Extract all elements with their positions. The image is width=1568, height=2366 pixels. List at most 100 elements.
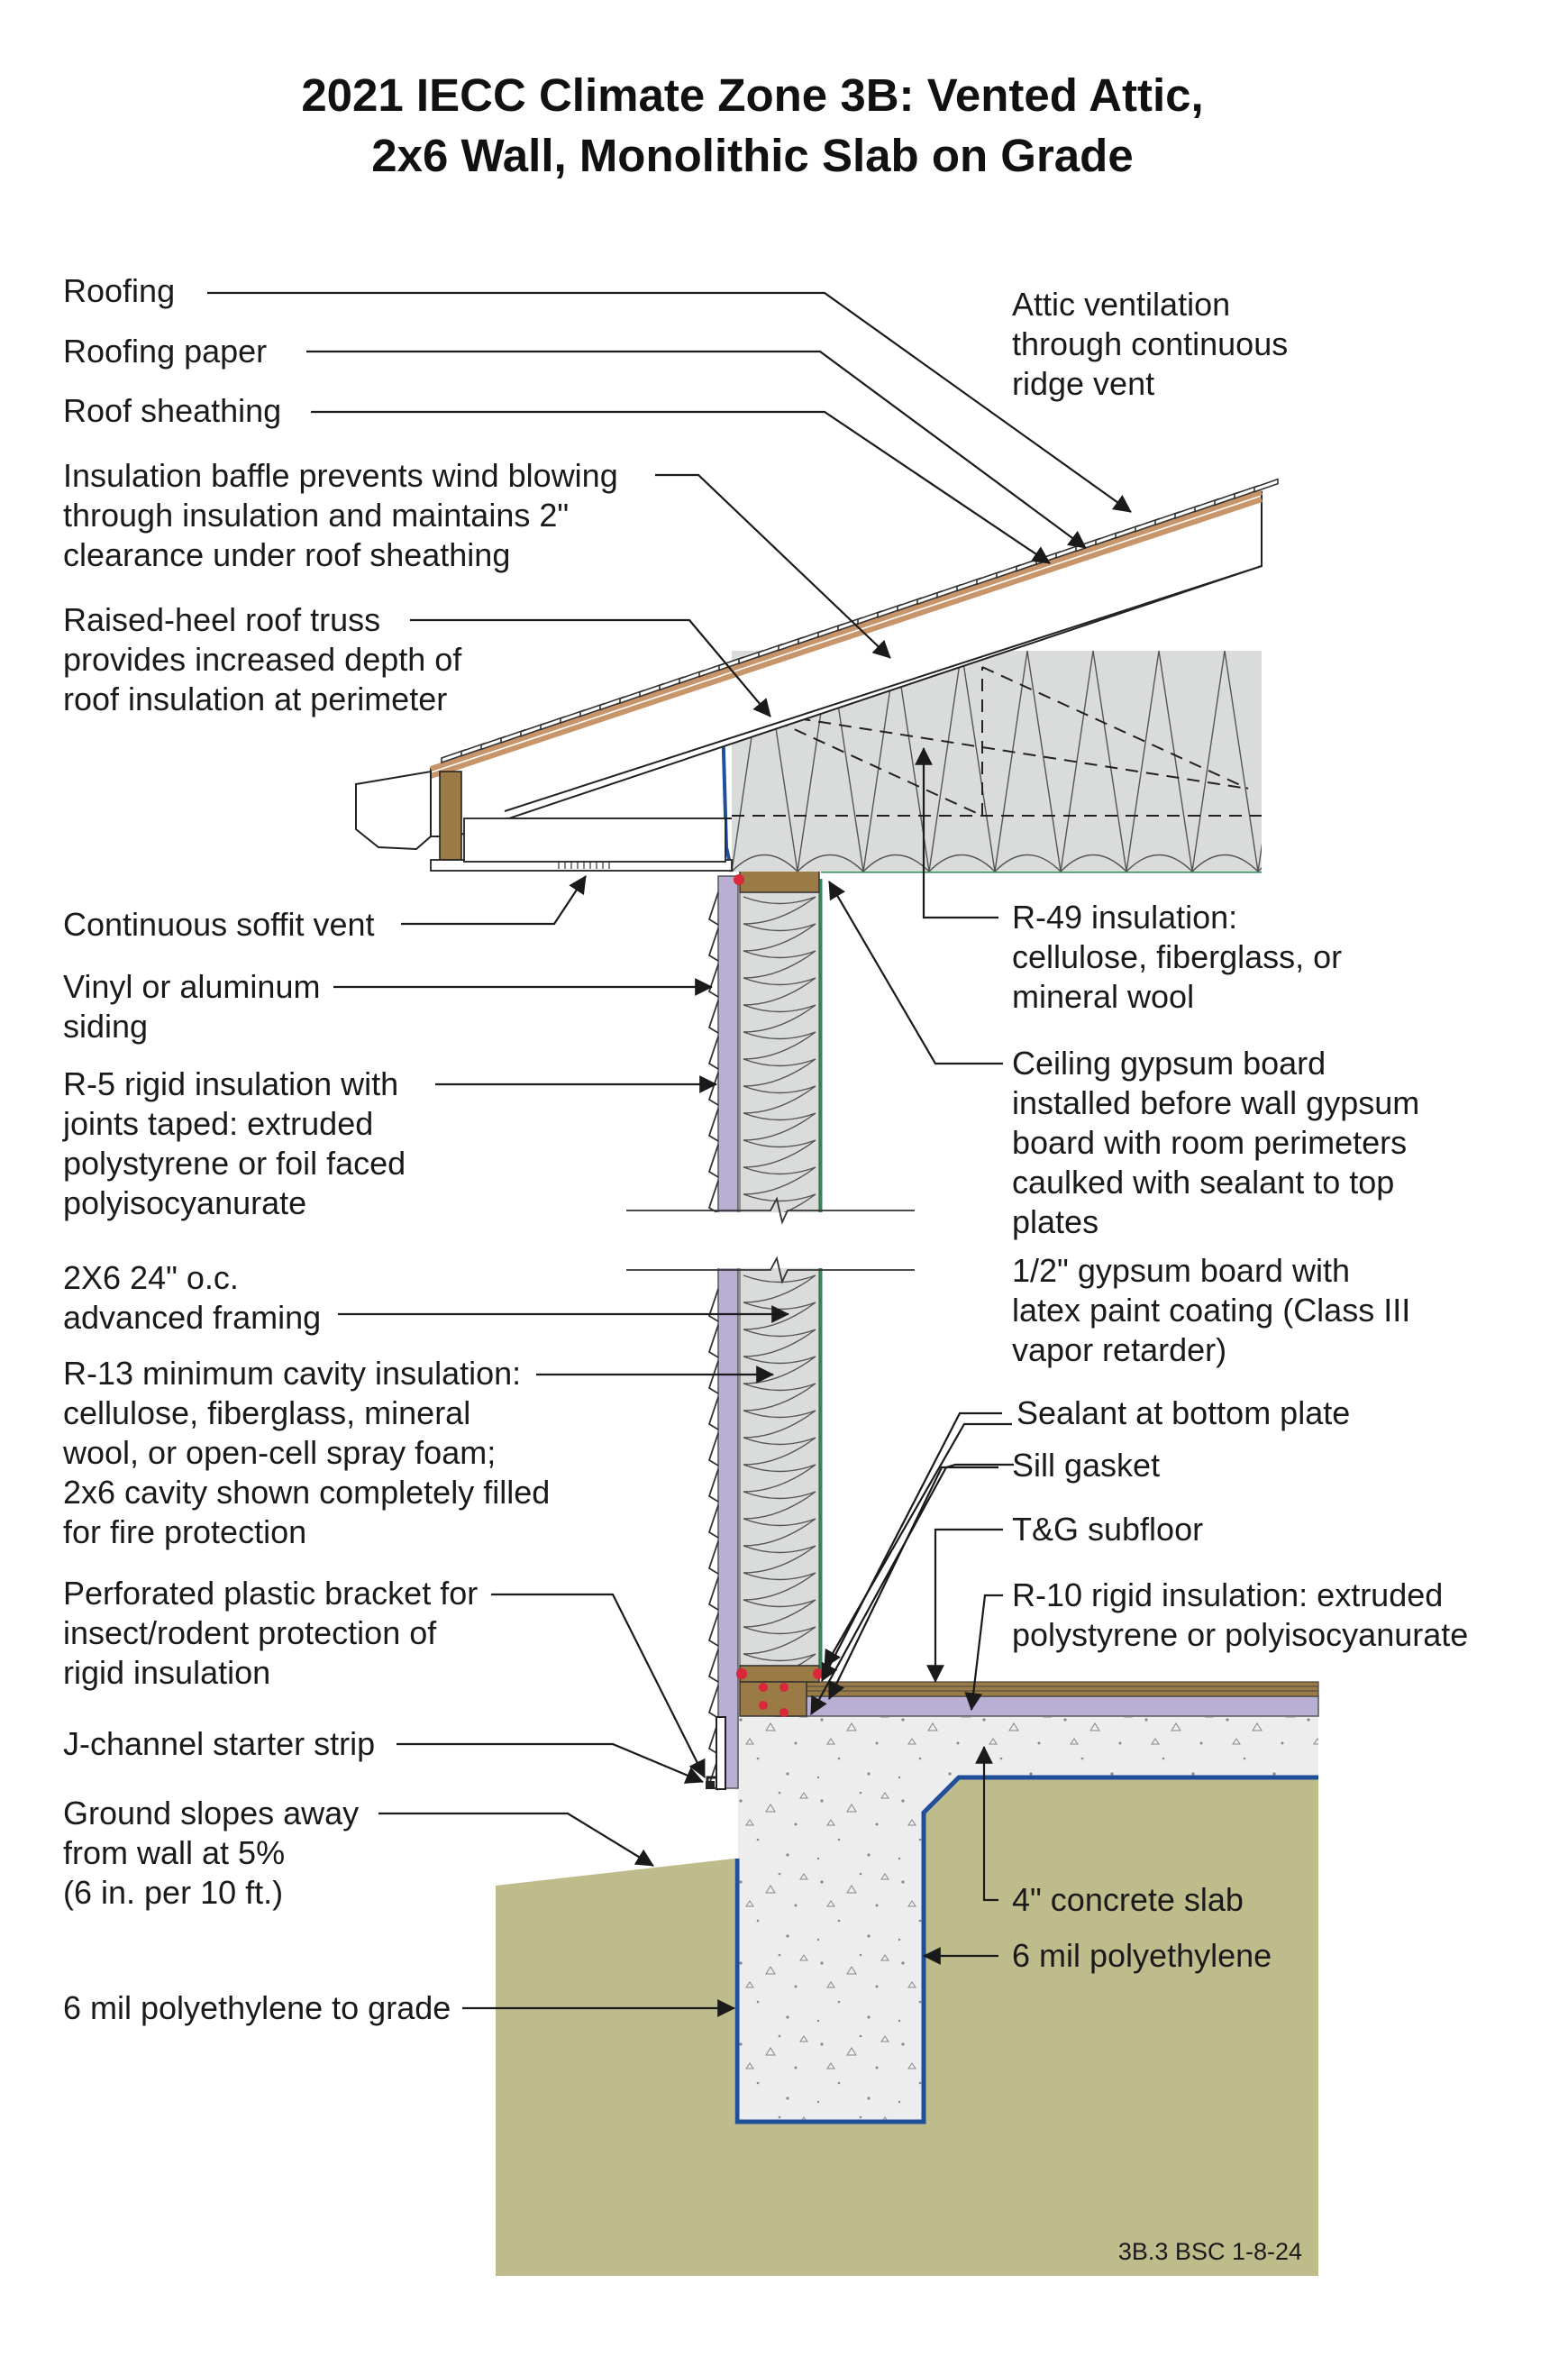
attic-batt-loop [928, 651, 996, 872]
label-attic-ventilation-line-2: through continuous [1012, 325, 1288, 362]
cavity-batt-loop [743, 1464, 816, 1493]
siding-course [707, 964, 719, 998]
attic-batt-loop [1060, 651, 1127, 872]
label-poly-to-grade-line-1: 6 mil polyethylene to grade [63, 1989, 451, 2026]
label-cavity-insulation-line-3: wool, or open-cell spray foam; [62, 1434, 496, 1471]
label-rigid-insulation-wall-line-3: polystyrene or foil faced [63, 1145, 406, 1182]
sealant-bottom-plate [813, 1668, 824, 1679]
break-line-lower [626, 1256, 915, 1284]
label-attic-ventilation-line-3: ridge vent [1012, 365, 1154, 402]
label-cavity-insulation-line-5: for fire protection [63, 1513, 306, 1550]
label-bracket-line-2: insect/rodent protection of [63, 1614, 437, 1651]
label-r49-line-2: cellulose, fiberglass, or [1012, 938, 1342, 975]
sill-gasket-dot [736, 1668, 747, 1679]
label-ground-slope-line-3: (6 in. per 10 ft.) [63, 1874, 283, 1911]
siding-course [707, 1576, 719, 1611]
label-roofing-line-1: Roofing [63, 272, 175, 309]
label-r49-line-1: R-49 insulation: [1012, 899, 1237, 936]
cavity-batt-loop [743, 1274, 816, 1303]
label-insulation-baffle-line-1: Insulation baffle prevents wind blowing [63, 457, 618, 494]
siding-course [707, 1108, 719, 1142]
siding-course [707, 1721, 719, 1755]
cavity-batt-loop [743, 896, 816, 925]
cavity-batt-loop [743, 1491, 816, 1520]
siding-course [707, 1540, 719, 1575]
label-ceiling-gypsum-line-3: board with room perimeters [1012, 1124, 1407, 1161]
cavity-batt-loop [743, 923, 816, 952]
top-plate [739, 870, 820, 893]
label-slab-line-1: 4" concrete slab [1012, 1881, 1244, 1918]
label-wall-gypsum-line-3: vapor retarder) [1012, 1331, 1226, 1368]
label-roof-sheathing-line-1: Roof sheathing [63, 392, 281, 429]
roof-sheathing [430, 497, 1263, 779]
siding-course [707, 1036, 719, 1070]
leader-lines [207, 291, 1132, 2017]
siding-course [707, 1685, 719, 1719]
siding-course [707, 1072, 719, 1106]
label-rigid-insulation-wall-line-2: joints taped: extruded [62, 1105, 373, 1142]
label-insulation-baffle-line-3: clearance under roof sheathing [63, 536, 510, 573]
siding-course [707, 1324, 719, 1358]
label-sill-gasket-line-1: Sill gasket [1012, 1447, 1160, 1484]
cavity-batt-loop [743, 1437, 816, 1466]
rigid-insulation-floor [774, 1695, 1319, 1717]
cavity-batt-loop [743, 1599, 816, 1628]
drawing-code: 3B.3 BSC 1-8-24 [1118, 2238, 1302, 2265]
title-line-2: 2x6 Wall, Monolithic Slab on Grade [371, 130, 1133, 181]
siding-course [707, 1432, 719, 1466]
siding-course [707, 1468, 719, 1503]
label-rigid-insulation-wall-line-4: polyisocyanurate [63, 1184, 306, 1221]
concrete-slab [734, 1717, 1318, 2120]
label-rigid-insulation-wall-line-1: R-5 rigid insulation with [63, 1065, 398, 1102]
attic-batt-loop [1257, 842, 1262, 872]
label-ground-slope-line-1: Ground slopes away [63, 1795, 359, 1832]
label-r10-line-1: R-10 rigid insulation: extruded [1012, 1576, 1443, 1613]
sub-fascia [439, 771, 462, 861]
cavity-batt-loop [743, 1166, 816, 1195]
cavity-batt-loop [743, 950, 816, 979]
label-j-channel-line-1: J-channel starter strip [63, 1725, 375, 1762]
attic-batt-loop [994, 651, 1062, 872]
label-bracket-line-1: Perforated plastic bracket for [63, 1575, 478, 1612]
siding-course [707, 927, 719, 962]
siding-course [707, 891, 719, 926]
label-bracket-line-3: rigid insulation [63, 1654, 270, 1691]
cavity-batt-loop [743, 1518, 816, 1547]
sealant-top-plate [734, 874, 744, 885]
label-ceiling-gypsum-line-1: Ceiling gypsum board [1012, 1045, 1326, 1082]
siding-course [707, 1649, 719, 1683]
cavity-batt-loop [743, 1058, 816, 1087]
label-ceiling-gypsum-line-2: installed before wall gypsum [1012, 1084, 1419, 1121]
label-subfloor-line-1: T&G subfloor [1012, 1511, 1203, 1548]
siding-course [707, 1288, 719, 1322]
label-siding-line-1: Vinyl or aluminum [63, 968, 320, 1005]
label-framing-line-1: 2X6 24" o.c. [63, 1259, 239, 1296]
cavity-batt-loop [743, 1004, 816, 1033]
cavity-batt-loop [743, 1112, 816, 1141]
label-cavity-insulation-line-2: cellulose, fiberglass, mineral [63, 1394, 470, 1431]
title-line-1: 2021 IECC Climate Zone 3B: Vented Attic, [301, 69, 1203, 121]
siding-course [707, 1612, 719, 1647]
siding-course [707, 1360, 719, 1394]
label-poly-slab-line-1: 6 mil polyethylene [1012, 1937, 1272, 1974]
label-wall-gypsum-line-2: latex paint coating (Class III [1012, 1292, 1410, 1329]
siding-course [707, 1504, 719, 1539]
label-sealant-line-1: Sealant at bottom plate [1016, 1394, 1350, 1431]
raised-heel-block [463, 818, 726, 863]
label-raised-heel-truss-line-1: Raised-heel roof truss [63, 601, 380, 638]
attic-batt-loop [1191, 651, 1259, 872]
label-ground-slope-line-2: from wall at 5% [63, 1834, 285, 1871]
cavity-batt-loop [743, 1302, 816, 1330]
siding-course [707, 1396, 719, 1430]
sill-plate [739, 1681, 807, 1717]
rigid-insulation-wall [717, 875, 739, 1789]
cavity-batt-loop [743, 1626, 816, 1655]
cavity-batt-loop [743, 977, 816, 1006]
label-siding-line-2: siding [63, 1008, 148, 1045]
fascia [355, 770, 432, 851]
label-insulation-baffle-line-2: through insulation and maintains 2" [63, 497, 569, 534]
vinyl-siding [707, 891, 719, 1791]
cavity-batt-loop [743, 1383, 816, 1411]
label-r10-line-2: polystyrene or polyisocyanurate [1012, 1616, 1468, 1653]
bottom-plate [739, 1665, 820, 1683]
